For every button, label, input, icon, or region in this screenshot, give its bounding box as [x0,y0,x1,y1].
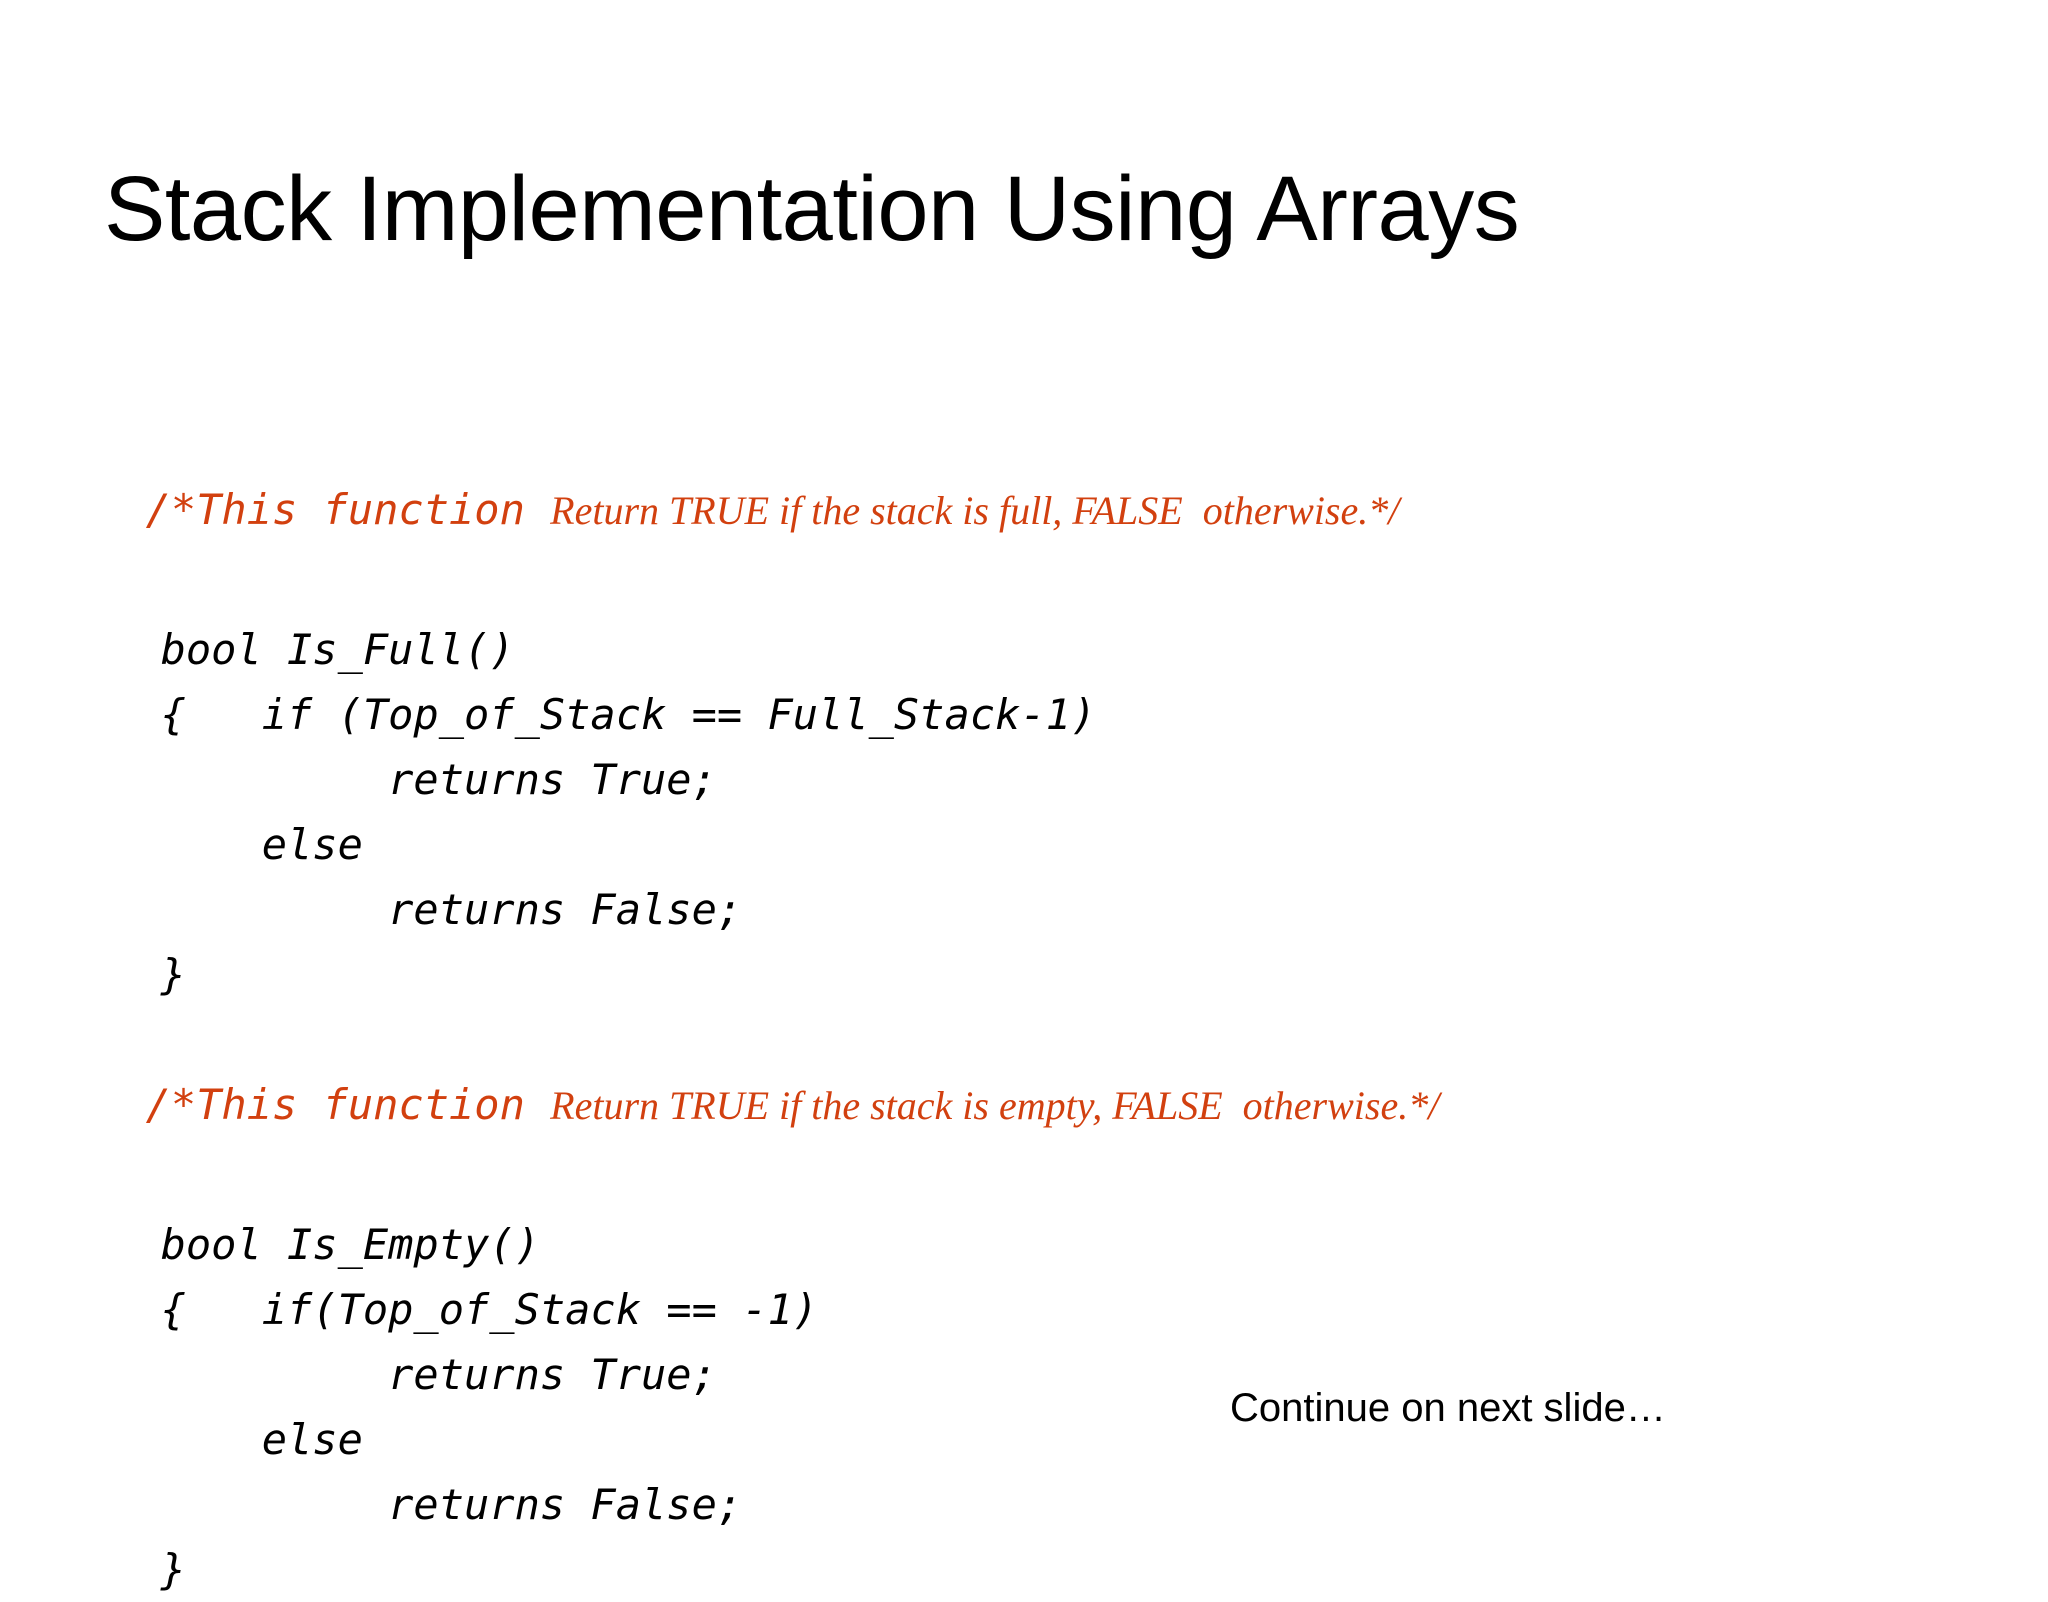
code-block-is-full: /*This function Return TRUE if the stack… [110,412,1970,1007]
code-line: returns True; [110,755,717,804]
code-line: bool Is_Full() [110,625,515,674]
code-line: } [110,950,186,999]
comment-serif-run: Return TRUE if the stack is empty, FALSE… [550,1083,1440,1128]
code-line: { if (Top_of_Stack == Full_Stack-1) [110,690,1097,739]
code-line: returns False; [110,1480,743,1529]
code-line: { if(Top_of_Stack == -1) [110,1285,819,1334]
continue-note: Continue on next slide… [1230,1386,1666,1430]
code-body: /*This function Return TRUE if the stack… [110,412,1970,1602]
code-line: returns False; [110,885,743,934]
comment-line-is-empty: /*This function Return TRUE if the stack… [110,1007,1970,1212]
code-line: else [110,820,363,869]
code-line: returns True; [110,1350,717,1399]
page-title: Stack Implementation Using Arrays [104,157,1520,260]
comment-mono-run: /*This function [145,485,551,534]
comment-mono-run: /*This function [145,1080,551,1129]
code-line: bool Is_Empty() [110,1220,540,1269]
comment-line-is-full: /*This function Return TRUE if the stack… [110,412,1970,617]
code-line: } [110,1545,186,1594]
code-block-is-empty: /*This function Return TRUE if the stack… [110,1007,1970,1602]
code-line: else [110,1415,363,1464]
comment-serif-run: Return TRUE if the stack is full, FALSE … [550,488,1400,533]
slide-canvas: Stack Implementation Using Arrays /*This… [104,157,1666,1594]
